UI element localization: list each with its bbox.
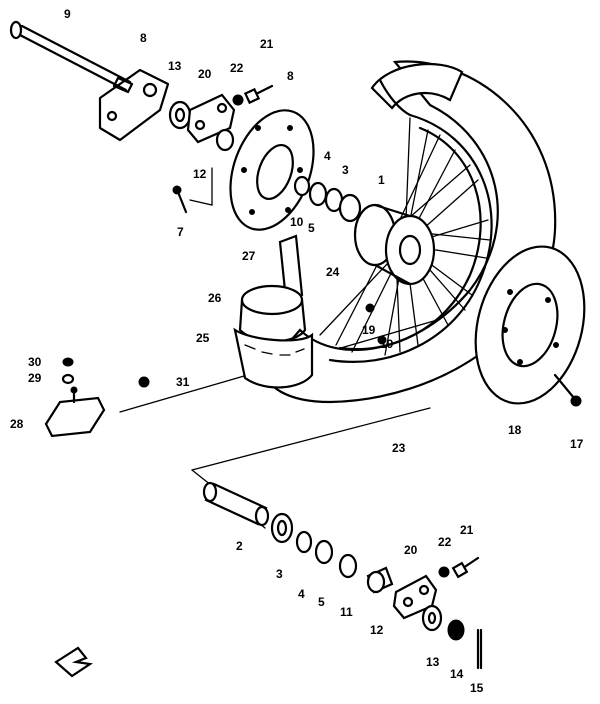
callout-21-top: 21: [260, 37, 274, 51]
axle-shaft: [9, 20, 134, 94]
inner-tube-section: [238, 284, 307, 343]
bolt-21-bottom: [451, 556, 480, 579]
callout-3-top: 3: [342, 163, 349, 177]
callout-8-top: 8: [140, 31, 147, 45]
bushing-11: [338, 553, 358, 579]
callout-9: 9: [64, 7, 71, 21]
callout-27: 27: [242, 249, 256, 263]
leader-12-top: [189, 167, 213, 206]
callout-11: 11: [340, 605, 353, 619]
spacer-2: [202, 481, 270, 527]
sprocket-bolt: [553, 373, 582, 407]
callout-15: 15: [470, 681, 484, 695]
callout-26: 26: [208, 291, 222, 305]
callout-12-top: 12: [193, 167, 207, 181]
valve-cap: [62, 357, 74, 367]
nut-22-bottom: [438, 566, 450, 578]
callout-13-top: 13: [168, 59, 182, 73]
top-small-nut: [232, 94, 244, 106]
wheel-hub: [353, 203, 436, 286]
valve-31: [138, 376, 150, 388]
callout-22-top: 22: [230, 61, 244, 75]
callout-7: 7: [177, 225, 184, 239]
callout-28: 28: [10, 417, 24, 431]
callout-8-disc: 8: [287, 69, 294, 83]
callout-labels: 9 8 13 20 22 21 8 12 7 4 3 10 5 1 27 24 …: [10, 7, 584, 695]
callout-4-top: 4: [324, 149, 331, 163]
cotter-pin-15: [476, 628, 483, 670]
hub-nuts: [365, 303, 387, 345]
top-nut: [168, 100, 192, 130]
bearing-3-bottom: [270, 512, 294, 544]
rim-lock: [44, 386, 106, 438]
rim-band: [278, 234, 304, 302]
callout-10: 10: [290, 215, 304, 229]
callout-1: 1: [378, 173, 385, 187]
collar-12: [366, 566, 394, 594]
rear-sprocket: [474, 245, 586, 405]
nut-13-bottom: [421, 604, 443, 632]
top-bolt: [243, 84, 274, 105]
disc-bolt-7: [172, 185, 188, 214]
brake-disc: [229, 109, 315, 231]
callout-20-bottom: 20: [404, 543, 418, 557]
callout-30: 30: [28, 355, 42, 369]
spacer-5-bottom: [314, 539, 334, 565]
top-washer: [215, 128, 235, 152]
callout-29: 29: [28, 371, 42, 385]
callout-3-bottom: 3: [276, 567, 283, 581]
callout-23: 23: [392, 441, 406, 455]
tire-section: [233, 327, 314, 389]
callout-4-bottom: 4: [298, 587, 305, 601]
callout-21-bottom: 21: [460, 523, 474, 537]
callout-24: 24: [326, 265, 340, 279]
callout-17: 17: [570, 437, 584, 451]
callout-12-bottom: 12: [370, 623, 384, 637]
callout-14: 14: [450, 667, 464, 681]
seal-4-bottom: [295, 530, 313, 554]
callout-5-bottom: 5: [318, 595, 325, 609]
callout-31: 31: [176, 375, 190, 389]
callout-18: 18: [508, 423, 522, 437]
callout-20-top: 20: [198, 67, 212, 81]
valve-nut: [61, 373, 75, 385]
chain-adjuster-bracket: [98, 68, 170, 142]
callout-19-a: 19: [362, 323, 376, 337]
callout-13-bottom: 13: [426, 655, 440, 669]
callout-25: 25: [196, 331, 210, 345]
nut-14: [447, 619, 465, 641]
callout-2: 2: [236, 539, 243, 553]
front-arrow-icon: [54, 646, 94, 678]
top-bearing-set: [293, 175, 362, 223]
callout-22-bottom: 22: [438, 535, 452, 549]
callout-5-top: 5: [308, 221, 315, 235]
callout-19-b: 19: [380, 337, 394, 351]
